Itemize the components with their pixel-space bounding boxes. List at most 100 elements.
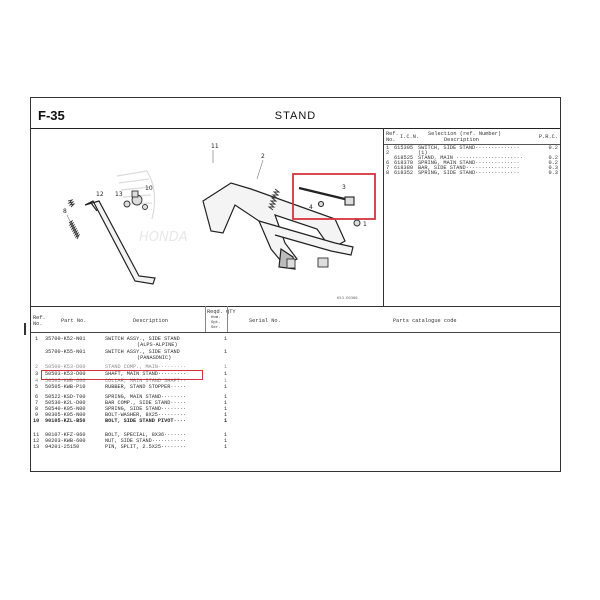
callout-numbers: 11 12 13 10 2 3 4 8 1 <box>63 143 367 228</box>
ref-row: 8 618352 SPRING, SIDE STAND·············… <box>384 170 560 176</box>
table-row[interactable]: 13 94201-25150 PIN, SPLIT, 2.5X25·······… <box>31 444 560 450</box>
col-catalogue-code: Parts catalogue code <box>393 318 457 324</box>
row-qty: 1 <box>224 412 228 418</box>
ref-table-header: Ref. No. I.C.N. Selection (ref. Number) … <box>384 131 560 145</box>
col-ref: Ref. <box>33 315 46 321</box>
main-stand-spring <box>267 188 281 211</box>
table-row-highlighted[interactable]: 3 50503-K53-D00 SHAFT, MAIN STAND·······… <box>31 371 560 377</box>
side-stand-spring <box>68 219 81 240</box>
table-row[interactable]: 11 90107-KFZ-960 BOLT, SPECIAL, 8X36····… <box>31 432 560 438</box>
col-no: No. <box>33 321 43 327</box>
row-description: BOLT, SPECIAL, 8X36······· <box>105 432 186 438</box>
row-ref: 5 <box>35 384 39 390</box>
row-qty: 1 <box>224 444 228 450</box>
ref-row: 7 618380 BAR, SIDE STAND················… <box>384 165 560 171</box>
ref-row: 1 615305 SWITCH, SIDE STAND·············… <box>384 145 560 151</box>
ref-row-icn: 618380 <box>394 165 414 171</box>
table-row[interactable]: 9 90305-K05-N00 BOLT-WASHER, 8X25·······… <box>31 412 560 418</box>
callout-11: 11 <box>211 143 219 150</box>
row-qty: 1 <box>224 384 228 390</box>
ref-row-ref: 8 <box>386 170 390 176</box>
text-cursor <box>24 323 26 335</box>
main-stand-shaft-part <box>298 186 355 208</box>
row-qty: 1 <box>224 406 228 412</box>
ref-row: 618525 STAND, MAIN ·····················… <box>384 155 560 161</box>
ref-row-icn: 618352 <box>394 170 414 176</box>
row-part-no: 90305-K05-N00 <box>45 412 86 418</box>
section-divider <box>31 306 560 307</box>
row-part-no: 50540-K05-N00 <box>45 406 86 412</box>
table-row[interactable]: 5 50505-KWB-P10 RUBBER, STAND STOPPER···… <box>31 384 560 390</box>
row-part-no: 50522-KSD-T00 <box>45 394 86 400</box>
row-ref: 6 <box>35 394 39 400</box>
row-part-no: 50500-K53-D00 <box>45 364 86 370</box>
row-part-no: 90107-KFZ-960 <box>45 432 86 438</box>
row-description: PIN, SPLIT, 2.5X25········ <box>105 444 186 450</box>
labor-reference-table: Ref. No. I.C.N. Selection (ref. Number) … <box>383 128 560 306</box>
parts-table-header: Ref. No. Part No. Description Reqd. QTY … <box>31 306 560 333</box>
ref-row-desc: STAND, MAIN ····················· <box>418 155 523 161</box>
table-row[interactable]: 35700-K55-N01 SWITCH ASSY., SIDE STAND 1 <box>31 349 560 355</box>
row-part-no: 50530-K2L-D00 <box>45 400 86 406</box>
row-qty: 1 <box>224 349 228 355</box>
row-description: BAR COMP., SIDE STAND····· <box>105 400 186 406</box>
row-description: (PANASONIC) <box>137 355 172 361</box>
col-part-no: Part No. <box>61 318 87 324</box>
bolt-right <box>353 219 361 227</box>
row-description: (ALPS-ALPINE) <box>137 342 178 348</box>
table-row[interactable]: 10 90105-KZL-B50 BOLT, SIDE STAND PIVOT·… <box>31 418 560 424</box>
col-reqd-sub: Hom. Opt. Ser. <box>211 316 221 330</box>
row-ref: 11 <box>33 432 40 438</box>
table-row[interactable]: 1 35700-K52-N01 SWITCH ASSY., SIDE STAND… <box>31 336 560 342</box>
row-part-no: 50503-K53-D00 <box>45 371 86 377</box>
table-row[interactable]: 6 50522-KSD-T00 SPRING, MAIN STAND······… <box>31 394 560 400</box>
row-description: COLLAR, MAIN STAND SHAFT·· <box>105 378 186 384</box>
callout-12: 12 <box>96 191 104 198</box>
switch-bolt-cluster <box>123 190 148 210</box>
row-description: SWITCH ASSY., SIDE STAND <box>105 336 180 342</box>
row-description: NUT, SIDE STAND··········· <box>105 438 186 444</box>
row-description: SHAFT, MAIN STAND········· <box>105 371 186 377</box>
callout-10: 10 <box>145 185 153 192</box>
row-description: RUBBER, STAND STOPPER····· <box>105 384 186 390</box>
row-part-no: 50505-KWB-P10 <box>45 384 86 390</box>
spring-upper-left <box>67 199 76 208</box>
row-description: SPRING, SIDE STAND········ <box>105 406 186 412</box>
callout-1: 1 <box>363 221 367 228</box>
ref-row-ref: 6 <box>386 160 390 166</box>
ref-row-ref: 2 <box>386 150 390 156</box>
ref-row-prc: 0.3 <box>548 170 558 176</box>
shaft-highlight-box <box>292 173 376 220</box>
row-part-no: 35700-K55-N01 <box>45 349 86 355</box>
honda-wordmark: HONDA <box>139 230 188 245</box>
ref-row: 2 (1) <box>384 150 560 156</box>
row-part-no: 50505-KWB-600 <box>45 378 86 384</box>
row-qty: 1 <box>224 371 228 377</box>
table-row[interactable]: 4 50505-KWB-600 COLLAR, MAIN STAND SHAFT… <box>31 378 560 384</box>
side-stand-part <box>84 200 156 285</box>
col-serial-no: Serial No. <box>249 318 281 324</box>
table-row[interactable]: 7 50530-K2L-D00 BAR COMP., SIDE STAND···… <box>31 400 560 406</box>
row-description: STAND COMP., MAIN········· <box>105 364 186 370</box>
row-part-no: 90105-KZL-B50 <box>45 418 86 424</box>
row-ref: 9 <box>35 412 39 418</box>
ref-row-prc: 0.2 <box>548 155 558 161</box>
ref-row-prc: 0.2 <box>548 160 558 166</box>
row-description: BOLT, SIDE STAND PIVOT···· <box>105 418 186 424</box>
exploded-parts-diagram: HONDA <box>63 143 376 300</box>
row-ref: 3 <box>35 371 39 377</box>
table-row[interactable]: 2 50500-K53-D00 STAND COMP., MAIN·······… <box>31 364 560 370</box>
row-qty: 1 <box>224 394 228 400</box>
parts-catalog-sheet: F-35 STAND HONDA <box>30 97 561 472</box>
row-highlight-box <box>41 370 203 380</box>
honda-wing-watermark: HONDA <box>116 170 188 245</box>
table-row[interactable]: 8 50540-K05-N00 SPRING, SIDE STAND······… <box>31 406 560 412</box>
table-row[interactable]: 12 90203-KWB-600 NUT, SIDE STAND········… <box>31 438 560 444</box>
col-description: Description <box>133 318 168 324</box>
row-qty: 1 <box>224 378 228 384</box>
row-ref: 12 <box>33 438 40 444</box>
callout-8: 8 <box>63 208 67 215</box>
row-description: SWITCH ASSY., SIDE STAND <box>105 349 180 355</box>
ref-row-desc: BAR, SIDE STAND················· <box>418 165 520 171</box>
row-ref: 1 <box>35 336 39 342</box>
